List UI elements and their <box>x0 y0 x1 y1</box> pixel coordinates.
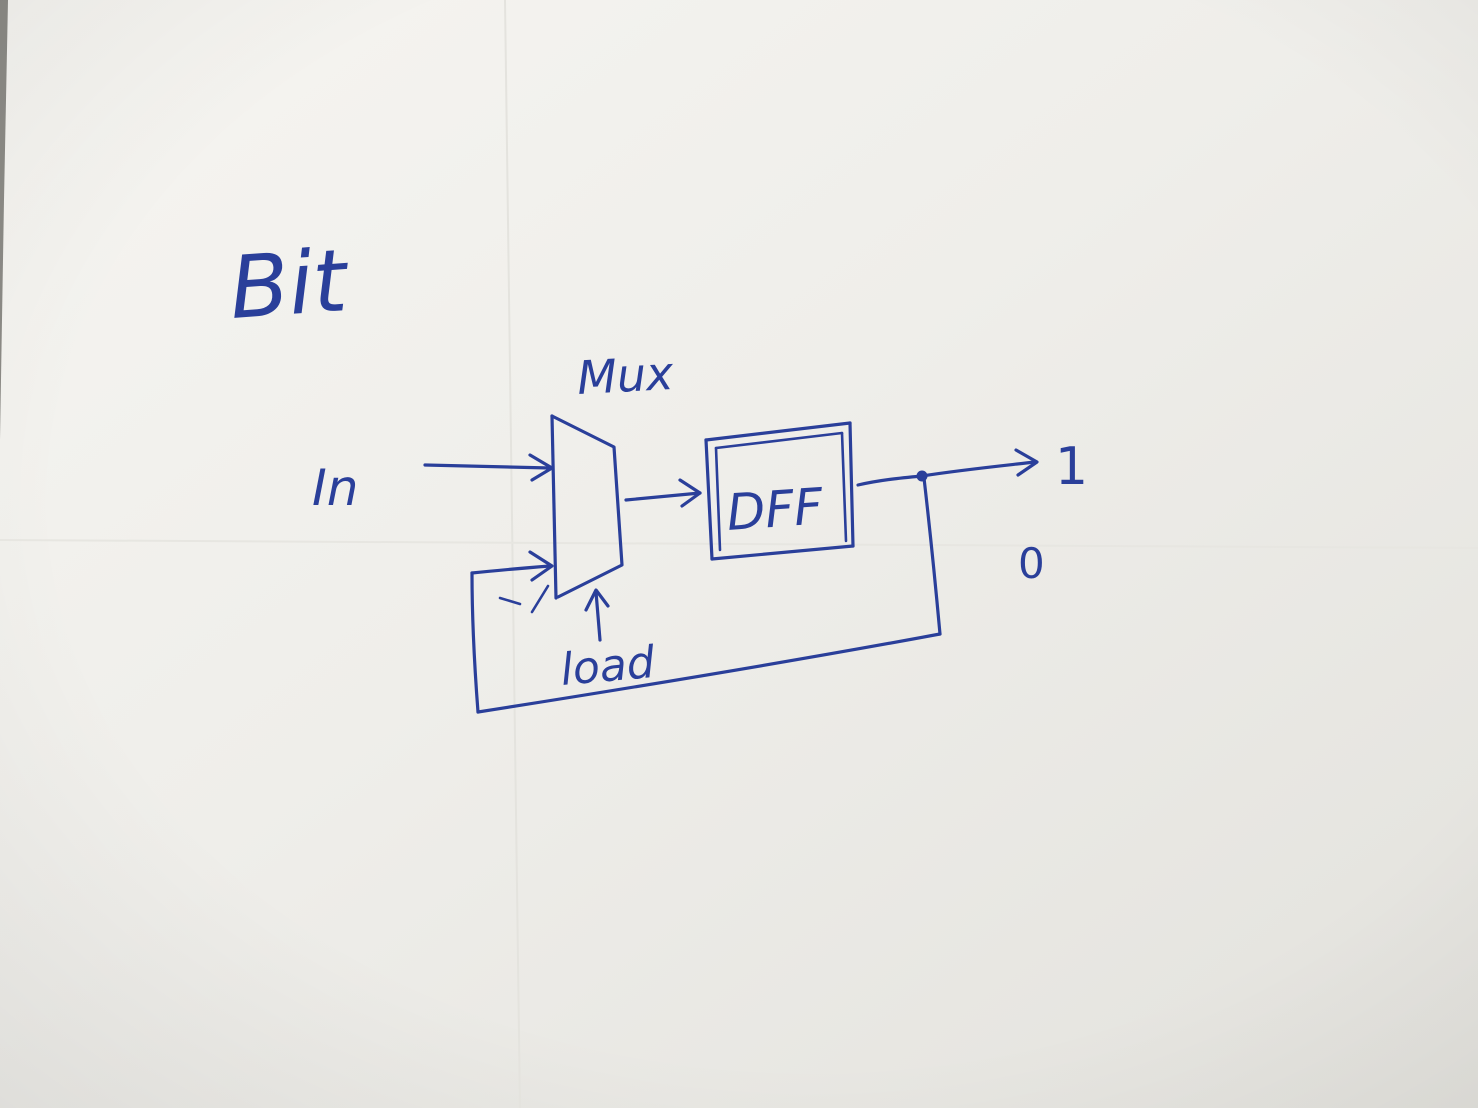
dff-label: DFF <box>725 477 826 542</box>
load-label: load <box>559 637 658 696</box>
mux-to-dff-arrow <box>624 478 702 508</box>
stray-mark <box>498 596 522 606</box>
output-high-label: 1 <box>1055 437 1088 497</box>
diagram-title: Bit <box>226 231 353 339</box>
paper-crease <box>504 0 521 1108</box>
paper-crease <box>0 539 1478 549</box>
mux-block <box>550 414 624 600</box>
stray-mark <box>530 584 550 614</box>
output-wire <box>856 448 1039 487</box>
output-low-label: 0 <box>1018 539 1045 588</box>
mux-label: Mux <box>576 346 676 405</box>
load-arrow <box>584 588 610 642</box>
dff-block <box>704 421 855 561</box>
feedback-loop <box>470 476 942 714</box>
input-label: In <box>312 459 358 517</box>
